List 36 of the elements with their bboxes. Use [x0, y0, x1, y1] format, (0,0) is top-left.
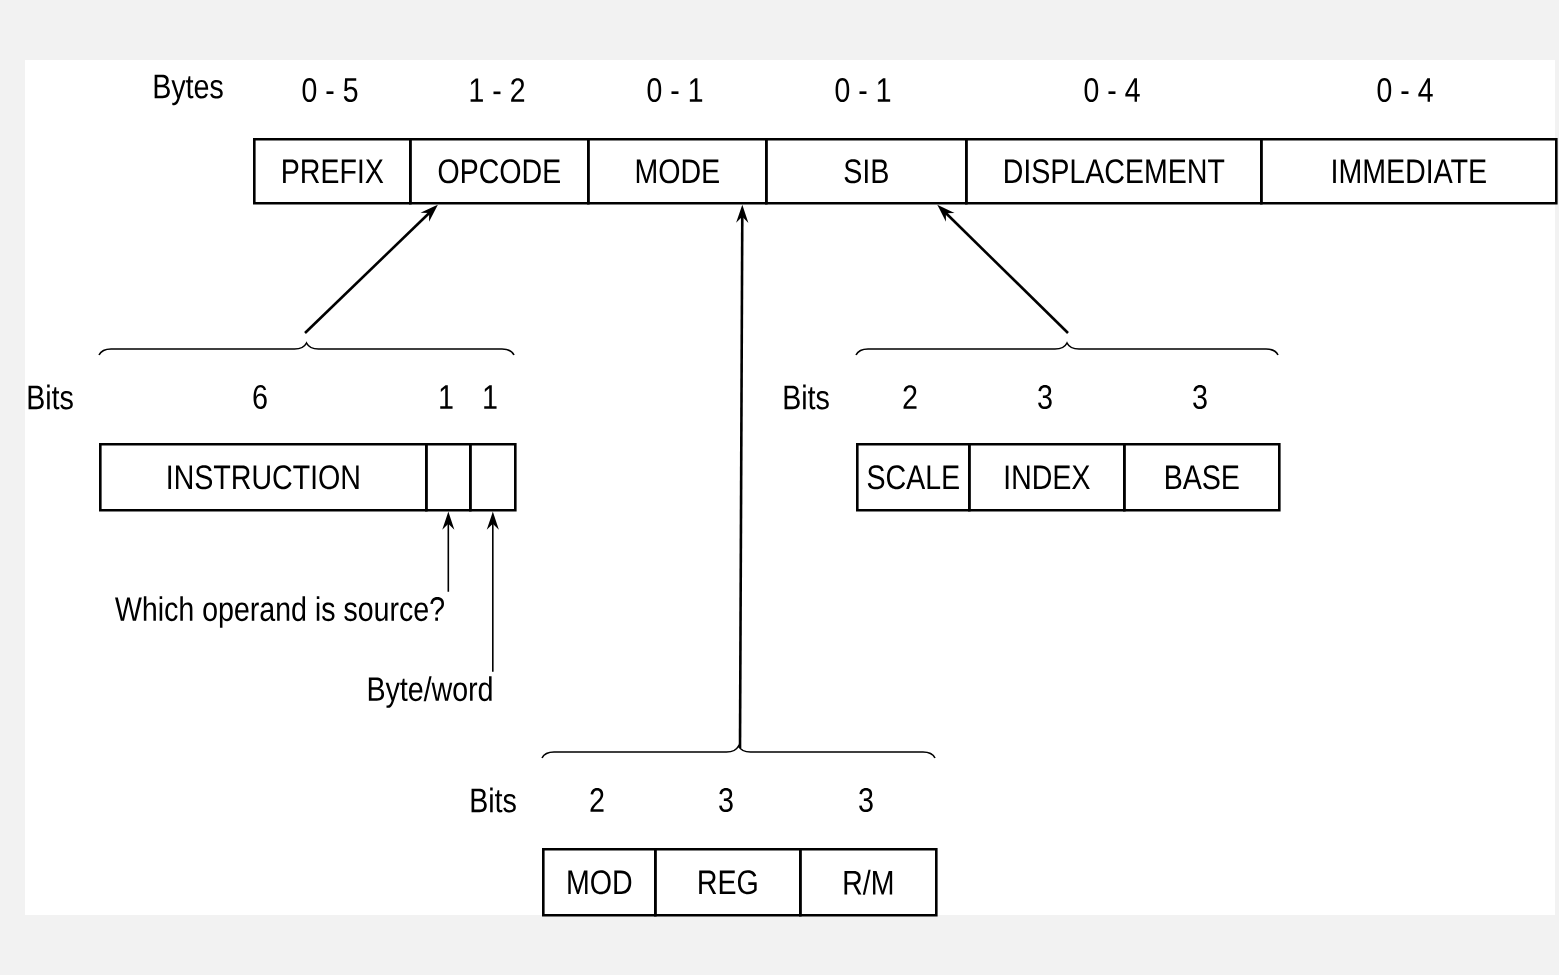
field-box: SCALE [856, 443, 971, 512]
field-box: PREFIX [253, 138, 412, 205]
field-box: MODE [587, 138, 768, 205]
annotation-text: Which operand is source? [115, 596, 444, 628]
field-label: Bytes [154, 74, 223, 106]
field-label: 1 - 2 [470, 78, 525, 102]
field-label: 0 - 1 [647, 77, 703, 103]
field-box: INDEX [968, 443, 1126, 512]
field-label: Bits [28, 384, 73, 410]
field-label: 0 - 4 [1084, 77, 1140, 103]
bit-box [425, 443, 472, 512]
field-label: 2 [590, 788, 604, 812]
field-label: Bits [471, 787, 516, 813]
field-box: OPCODE [409, 138, 590, 205]
field-label: 6 [253, 384, 267, 410]
field-box: BASE [1123, 443, 1281, 512]
field-box: INSTRUCTION [99, 443, 428, 512]
field-label: 0 - 5 [302, 77, 358, 103]
field-box: IMMEDIATE [1260, 138, 1558, 205]
field-label: 3 [1038, 384, 1052, 410]
field-box: REG [654, 848, 802, 917]
field-label: 0 - 1 [835, 77, 891, 103]
field-label: Bits [784, 384, 829, 410]
field-box: MOD [542, 848, 657, 917]
field-label: 3 [859, 787, 873, 813]
bit-box [469, 443, 517, 512]
annotation-text: Byte/word [368, 676, 492, 708]
field-box: DISPLACEMENT [965, 138, 1263, 205]
field-box: SIB [765, 138, 968, 205]
field-label: 3 [719, 787, 733, 813]
field-label: 1 [484, 385, 497, 409]
field-box: R/M [799, 848, 938, 917]
field-label: 3 [1193, 384, 1207, 410]
field-label: 0 - 4 [1377, 77, 1433, 103]
field-label: 1 [440, 385, 453, 409]
field-label: 2 [903, 385, 917, 409]
